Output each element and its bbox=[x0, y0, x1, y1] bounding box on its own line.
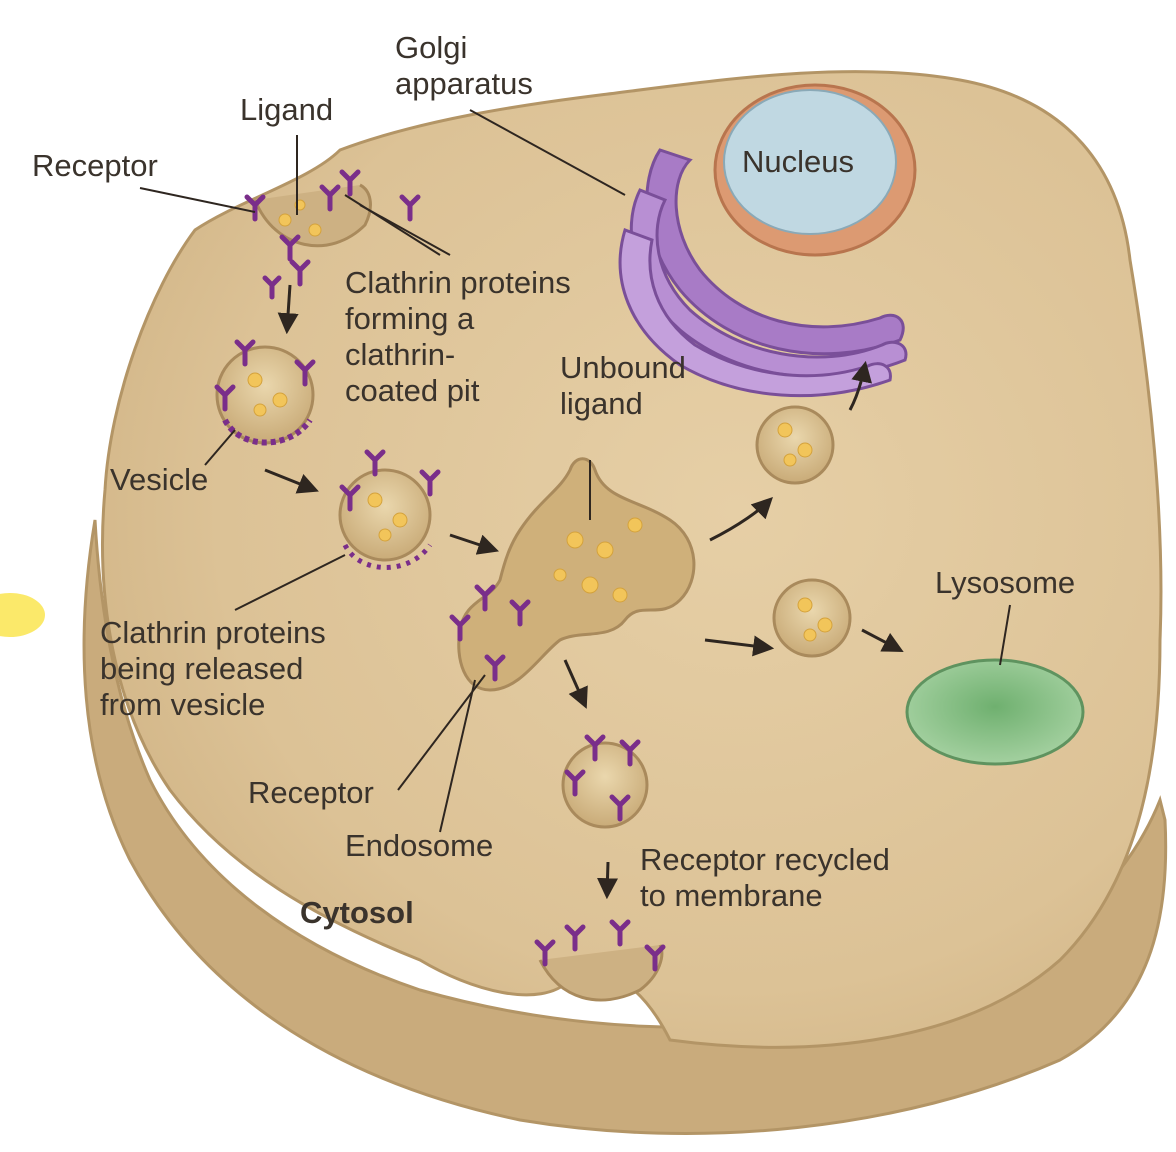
label-clathrin-released-line-3: from vesicle bbox=[100, 687, 266, 722]
label-clathrin-released-line-1: Clathrin proteins bbox=[100, 615, 326, 650]
label-clathrin-pit: Clathrin proteins forming a clathrin- co… bbox=[345, 265, 571, 409]
label-unbound-ligand-line-1: Unbound bbox=[560, 350, 686, 385]
highlight-marker bbox=[0, 593, 45, 637]
vesicle-to-golgi bbox=[755, 405, 835, 485]
receptor-proteins bbox=[214, 169, 666, 972]
label-golgi-line-1: Golgi bbox=[395, 30, 468, 65]
coated-pit bbox=[253, 183, 372, 248]
lysosome bbox=[905, 658, 1085, 766]
label-receptor-top: Receptor bbox=[32, 148, 158, 183]
membrane-recycling-site bbox=[538, 944, 664, 1002]
label-unbound-ligand: Unbound ligand bbox=[560, 350, 686, 422]
label-vesicle: Vesicle bbox=[110, 462, 209, 497]
cell-side-wall bbox=[82, 519, 1168, 1135]
leader-lines bbox=[139, 109, 1011, 833]
vesicle-2 bbox=[338, 468, 433, 570]
label-clathrin-released-line-2: being released bbox=[100, 651, 304, 686]
label-receptor-recycled: Receptor recycled to membrane bbox=[640, 842, 890, 914]
label-cytosol: Cytosol bbox=[300, 895, 414, 930]
label-clathrin-pit-line-2: forming a bbox=[345, 301, 475, 336]
label-endosome: Endosome bbox=[345, 828, 494, 863]
label-lysosome: Lysosome bbox=[935, 565, 1076, 600]
label-unbound-ligand-line-2: ligand bbox=[560, 386, 643, 421]
nucleus bbox=[723, 89, 897, 235]
label-receptor-recycled-line-2: to membrane bbox=[640, 878, 823, 913]
label-ligand: Ligand bbox=[240, 92, 334, 127]
label-clathrin-released: Clathrin proteins being released from ve… bbox=[100, 615, 326, 723]
label-clathrin-pit-line-4: coated pit bbox=[345, 373, 480, 408]
label-golgi-line-2: apparatus bbox=[395, 66, 533, 101]
process-arrows bbox=[264, 284, 904, 900]
golgi-apparatus bbox=[618, 148, 908, 398]
vesicle-to-lysosome bbox=[772, 578, 852, 658]
label-clathrin-pit-line-1: Clathrin proteins bbox=[345, 265, 571, 300]
recycling-vesicle bbox=[561, 741, 649, 829]
vesicle-1 bbox=[215, 345, 315, 446]
label-golgi-apparatus: Golgi apparatus bbox=[395, 30, 533, 102]
ligand-particles bbox=[247, 199, 833, 642]
label-nucleus: Nucleus bbox=[742, 144, 854, 179]
label-clathrin-pit-line-3: clathrin- bbox=[345, 337, 456, 372]
label-receptor-bottom: Receptor bbox=[248, 775, 374, 810]
label-receptor-recycled-line-1: Receptor recycled bbox=[640, 842, 890, 877]
